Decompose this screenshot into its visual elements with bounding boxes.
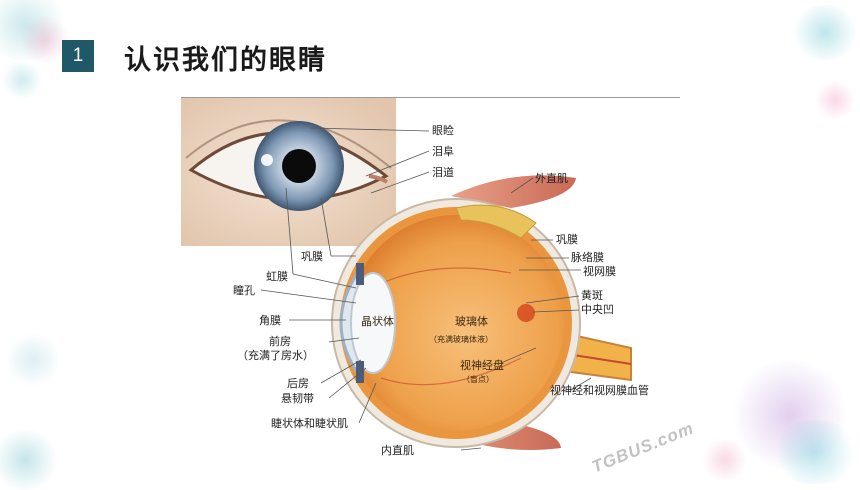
decor-splash — [2, 60, 42, 100]
eye-illustration — [181, 98, 632, 451]
label-posterior-chamber: 后房 — [287, 377, 309, 390]
section-number-badge: 1 — [62, 40, 94, 72]
decor-splash — [700, 440, 750, 480]
label-optic-nerve: 视神经和视网膜血管 — [550, 384, 649, 397]
label-medial-rectus: 内直肌 — [381, 444, 414, 457]
label-ciliary: 睫状体和睫状肌 — [271, 417, 348, 430]
decor-splash — [770, 420, 860, 484]
label-lateral-rectus: 外直肌 — [535, 172, 568, 185]
label-sclera-right: 巩膜 — [556, 233, 578, 246]
label-cornea: 角膜 — [259, 314, 281, 327]
label-retina: 视网膜 — [583, 265, 616, 278]
label-anterior-chamber-note: （充满了房水） — [237, 349, 314, 362]
figure-top-rule — [181, 97, 680, 98]
eyeball-cross-section — [331, 198, 581, 448]
label-lens: 晶状体 — [361, 315, 394, 328]
decor-splash — [730, 360, 850, 470]
slide-title: 认识我们的眼睛 — [124, 45, 327, 76]
label-optic-disc: 视神经盘 — [460, 359, 504, 372]
label-pupil: 瞳孔 — [233, 284, 255, 297]
decor-splash — [0, 430, 60, 490]
label-macula: 黄斑 — [581, 289, 603, 302]
decor-splash — [815, 80, 855, 120]
label-optic-disc-note: （盲点） — [462, 375, 494, 384]
label-lacrimal-caruncle: 泪阜 — [432, 145, 454, 158]
label-lacrimal-duct: 泪道 — [432, 166, 454, 179]
decor-splash — [790, 5, 860, 60]
label-vitreous-note: （充满玻璃体液） — [429, 335, 493, 344]
label-fovea: 中央凹 — [581, 303, 614, 316]
eye-anatomy-figure: 眼睑 泪阜 泪道 外直肌 巩膜 虹膜 瞳孔 角膜 前房 （充满了房水） 后房 悬… — [181, 98, 680, 481]
label-vitreous: 玻璃体 — [455, 315, 488, 328]
label-eyelid: 眼睑 — [432, 124, 454, 137]
label-sclera-left: 巩膜 — [301, 250, 323, 263]
leader-lines — [260, 127, 592, 451]
eye-photo — [181, 98, 396, 246]
label-choroid: 脉络膜 — [571, 251, 604, 264]
label-anterior-chamber: 前房 — [269, 335, 291, 348]
decor-splash — [8, 330, 58, 390]
decor-splash — [20, 15, 70, 65]
label-iris: 虹膜 — [266, 270, 288, 283]
label-zonule: 悬韧带 — [281, 392, 314, 405]
